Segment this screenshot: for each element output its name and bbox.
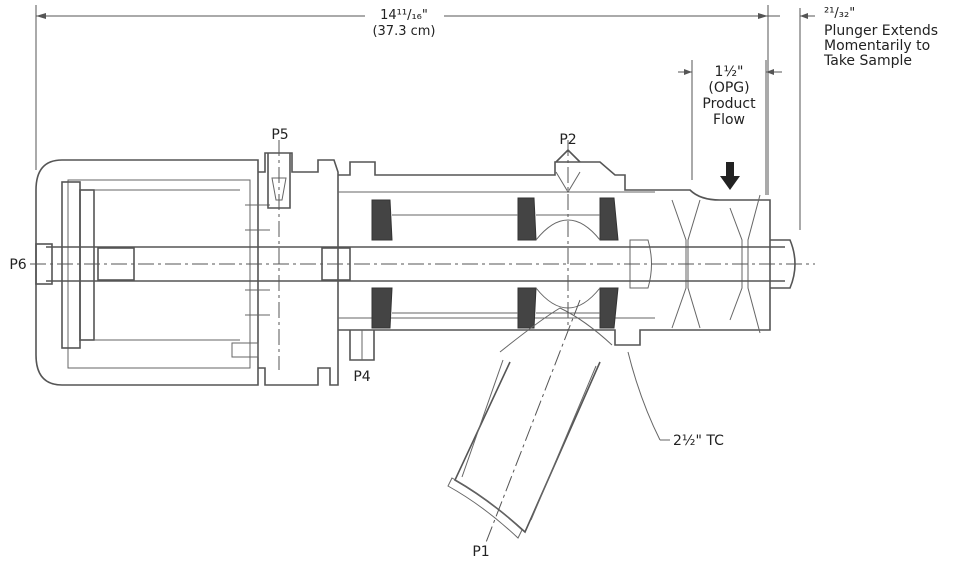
outlet-type-label: (OPG) (708, 80, 749, 96)
overall-length-label: 14¹¹/₁₆" (380, 8, 428, 23)
valve-body (35, 148, 796, 386)
inlet-tube (447, 307, 613, 539)
centerlines (30, 140, 815, 546)
tc-connection-label: 2½" TC (673, 433, 724, 449)
plunger-note-line1: Plunger Extends (824, 23, 938, 39)
flow-arrow-icon (720, 162, 740, 190)
overall-length-metric-label: (37.3 cm) (372, 24, 435, 39)
plunger-shaft (35, 243, 785, 285)
port-label-p4: P4 (353, 369, 370, 385)
tc-callout: 2½" TC (627, 351, 724, 449)
plunger-extension-label: ²¹/₃₂" (824, 6, 855, 21)
flow-label-line2: Flow (713, 112, 745, 128)
outlet-dimension: 1½" (OPG) Product Flow (678, 60, 782, 195)
port-label-p6: P6 (9, 257, 26, 273)
plunger-note-line3: Take Sample (823, 53, 912, 69)
port-label-p2: P2 (559, 132, 576, 148)
port-label-p5: P5 (271, 127, 288, 143)
port-label-p1: P1 (472, 544, 489, 560)
plunger-extension-dimension: ²¹/₃₂" Plunger Extends Momentarily to Ta… (768, 6, 938, 230)
flow-label-line1: Product (702, 96, 756, 112)
outlet-size-label: 1½" (715, 64, 744, 80)
plunger-note-line2: Momentarily to (824, 38, 930, 54)
overall-dimension: 14¹¹/₁₆" (37.3 cm) (35, 5, 769, 195)
